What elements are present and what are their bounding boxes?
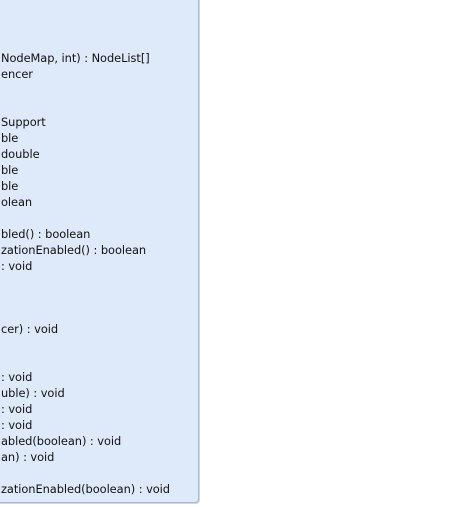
method-line: : void xyxy=(1,418,33,432)
method-line: : void xyxy=(1,259,33,273)
method-line: encer xyxy=(1,67,33,81)
method-line: abled(boolean) : void xyxy=(1,434,122,448)
uml-class-box: NodeMap, int) : NodeList[] encer Support… xyxy=(0,0,199,503)
method-line: : void xyxy=(1,370,33,384)
method-line: ble xyxy=(1,163,19,177)
method-line: zationEnabled(boolean) : void xyxy=(1,482,170,496)
method-line: double xyxy=(1,147,40,161)
method-line: ble xyxy=(1,131,19,145)
method-line: : void xyxy=(1,402,33,416)
method-line: zationEnabled() : boolean xyxy=(1,243,147,257)
method-line: Support xyxy=(1,115,46,129)
method-line: an) : void xyxy=(1,450,55,464)
method-line: bled() : boolean xyxy=(1,227,91,241)
method-line: olean xyxy=(1,195,33,209)
method-line: cer) : void xyxy=(1,322,59,336)
method-line: uble) : void xyxy=(1,386,65,400)
method-line: ble xyxy=(1,179,19,193)
method-line: NodeMap, int) : NodeList[] xyxy=(1,51,150,65)
